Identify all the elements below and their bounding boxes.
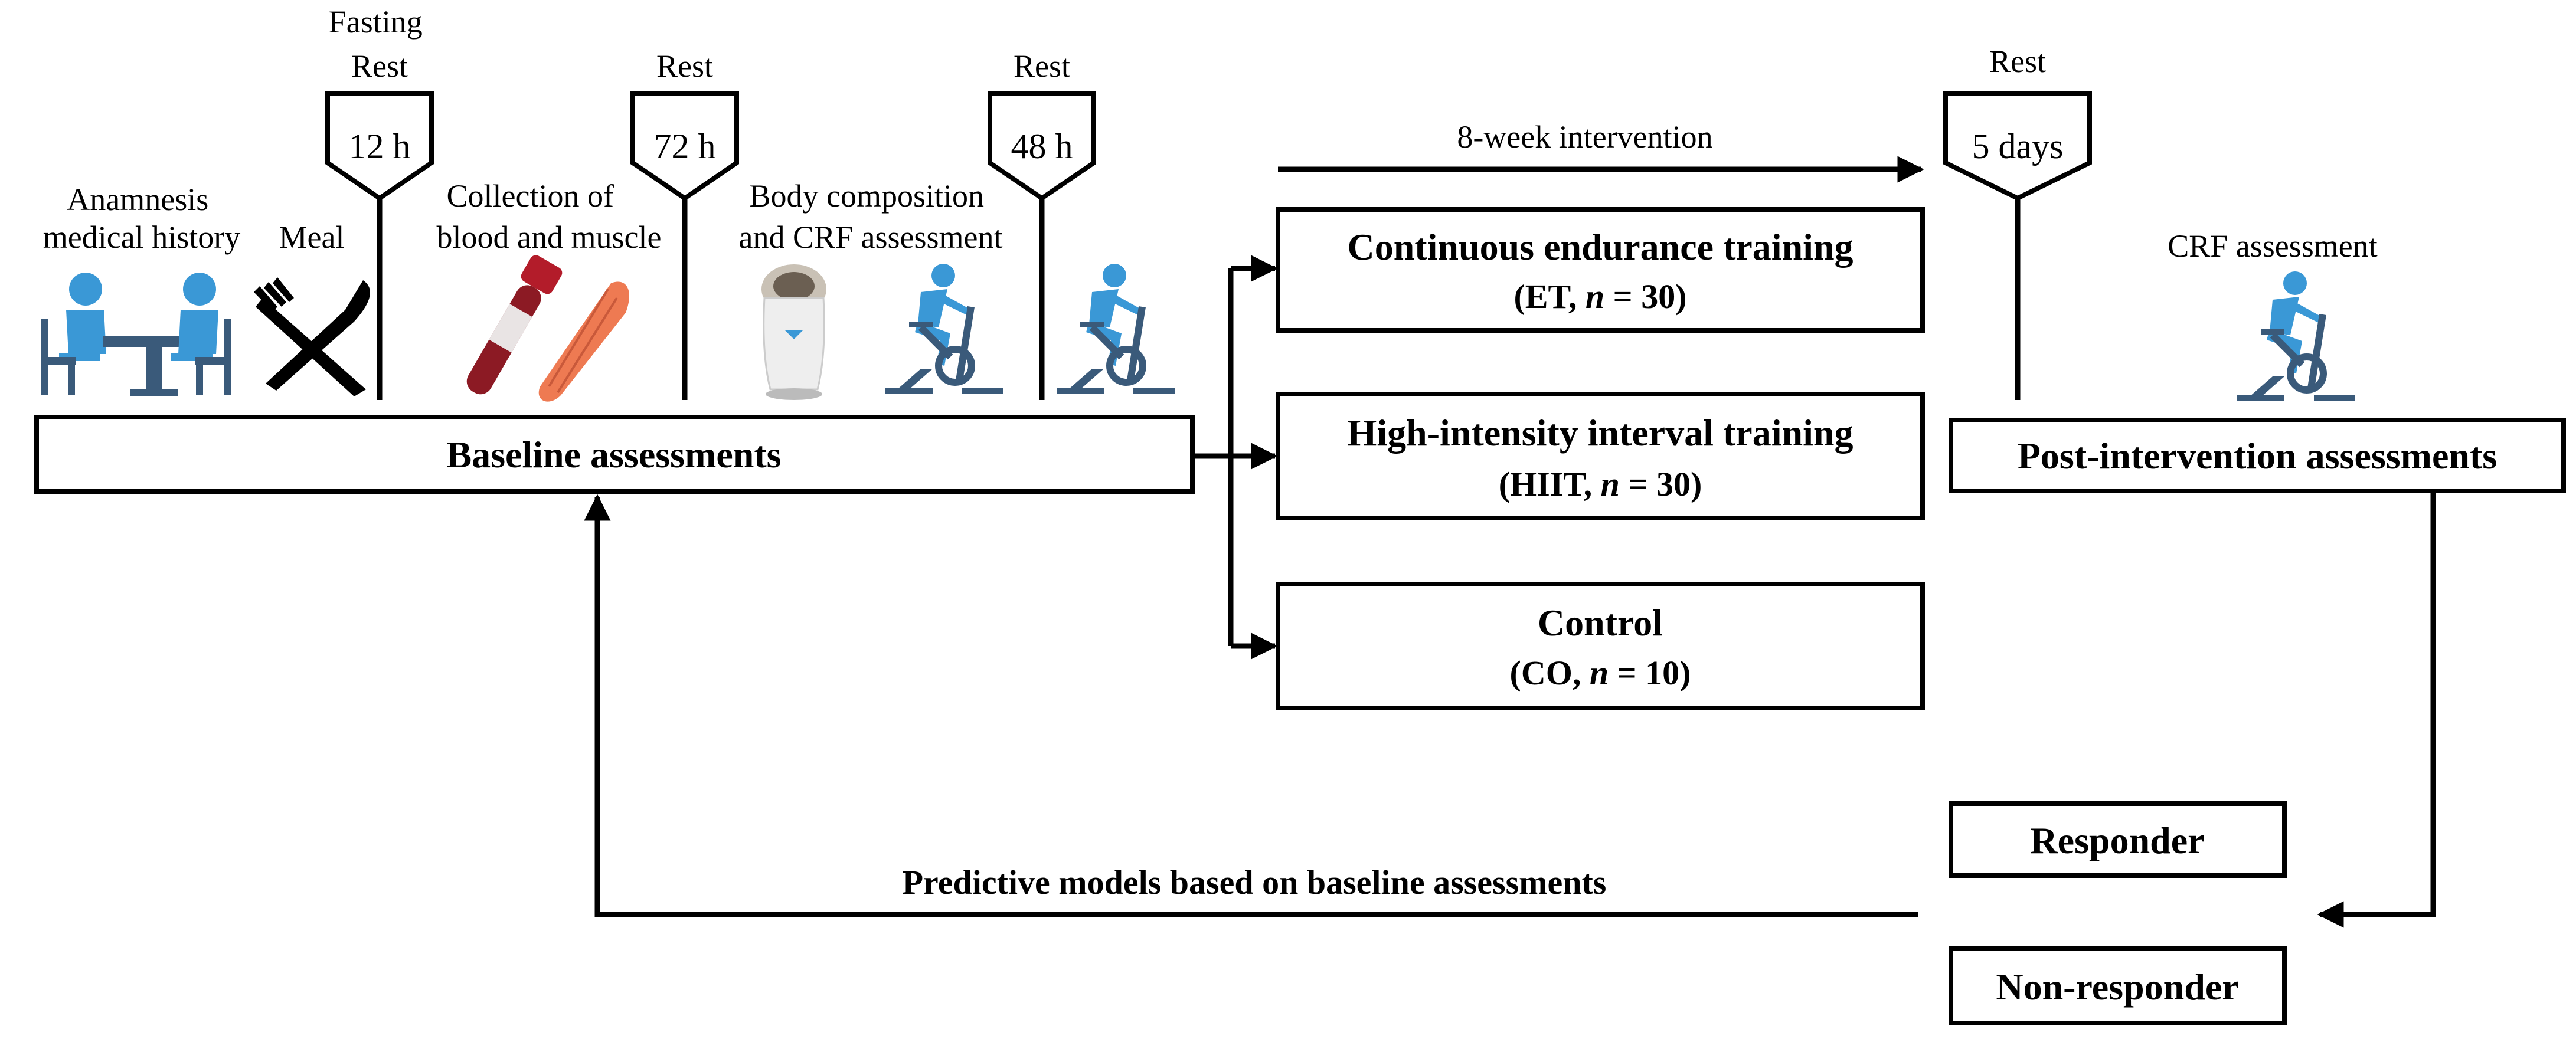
body-composition-label: Body composition and CRF assessment [738, 178, 1002, 255]
group-box-et: Continuous endurance training (ET, n = 3… [1276, 207, 1925, 333]
non-responder-box: Non-responder [1949, 946, 2287, 1025]
exercise-bike-icon [885, 264, 1003, 394]
baseline-label: Baseline assessments [446, 434, 781, 476]
rest-marker-12h: Fasting Rest 12 h [325, 4, 434, 400]
exercise-bike-icon [1057, 264, 1175, 394]
fork-knife-icon [254, 277, 370, 396]
collection-label: Collection of blood and muscle [437, 178, 662, 255]
group-size: (ET, n = 30) [1513, 277, 1686, 316]
crf-assessment-label: CRF assessment [2168, 228, 2378, 264]
feedback-label: Predictive models based on baseline asse… [903, 863, 1607, 902]
feedback-arrow [584, 494, 1918, 917]
marker-value: 5 days [1972, 127, 2064, 166]
marker-value: 72 h [654, 127, 716, 166]
marker-top-label: Rest [1989, 44, 2046, 79]
classification-arrow [2317, 491, 2436, 928]
responder-box: Responder [1949, 801, 2287, 878]
group-box-co: Control (CO, n = 10) [1276, 582, 1925, 710]
marker-top-label: Rest [656, 48, 713, 84]
group-title: Control [1538, 602, 1663, 644]
rest-marker-5days: Rest 5 days [1943, 44, 2092, 400]
marker-value: 12 h [349, 127, 411, 166]
marker-top-label: Rest [1014, 48, 1070, 84]
group-size: (HIIT, n = 30) [1499, 465, 1702, 503]
rest-marker-48h: Rest 48 h [988, 48, 1096, 400]
body-composition-scanner-icon [761, 264, 826, 400]
meal-label: Meal [279, 219, 345, 255]
exercise-bike-icon [2237, 271, 2355, 401]
muscle-icon [538, 281, 629, 402]
group-box-hiit: High-intensity interval training (HIIT, … [1276, 392, 1925, 520]
marker-value: 48 h [1011, 127, 1073, 166]
group-title: High-intensity interval training [1348, 412, 1853, 454]
responder-label: Responder [2030, 820, 2204, 861]
post-intervention-box: Post-intervention assessments [1949, 418, 2566, 493]
anamnesis-label: Anamnesis medical history [43, 182, 240, 255]
intervention-label: 8-week intervention [1457, 119, 1712, 155]
group-size: (CO, n = 10) [1510, 654, 1691, 692]
non-responder-label: Non-responder [1996, 966, 2238, 1008]
marker-top-label: Fasting Rest [329, 4, 431, 84]
baseline-assessments-box: Baseline assessments [34, 415, 1195, 494]
group-title: Continuous endurance training [1347, 226, 1853, 268]
consultation-icon [41, 273, 231, 396]
group-connectors [1192, 255, 1278, 660]
blood-tube-icon [466, 255, 563, 395]
post-intervention-label: Post-intervention assessments [2018, 435, 2497, 477]
rest-marker-72h: Rest 72 h [630, 48, 739, 400]
